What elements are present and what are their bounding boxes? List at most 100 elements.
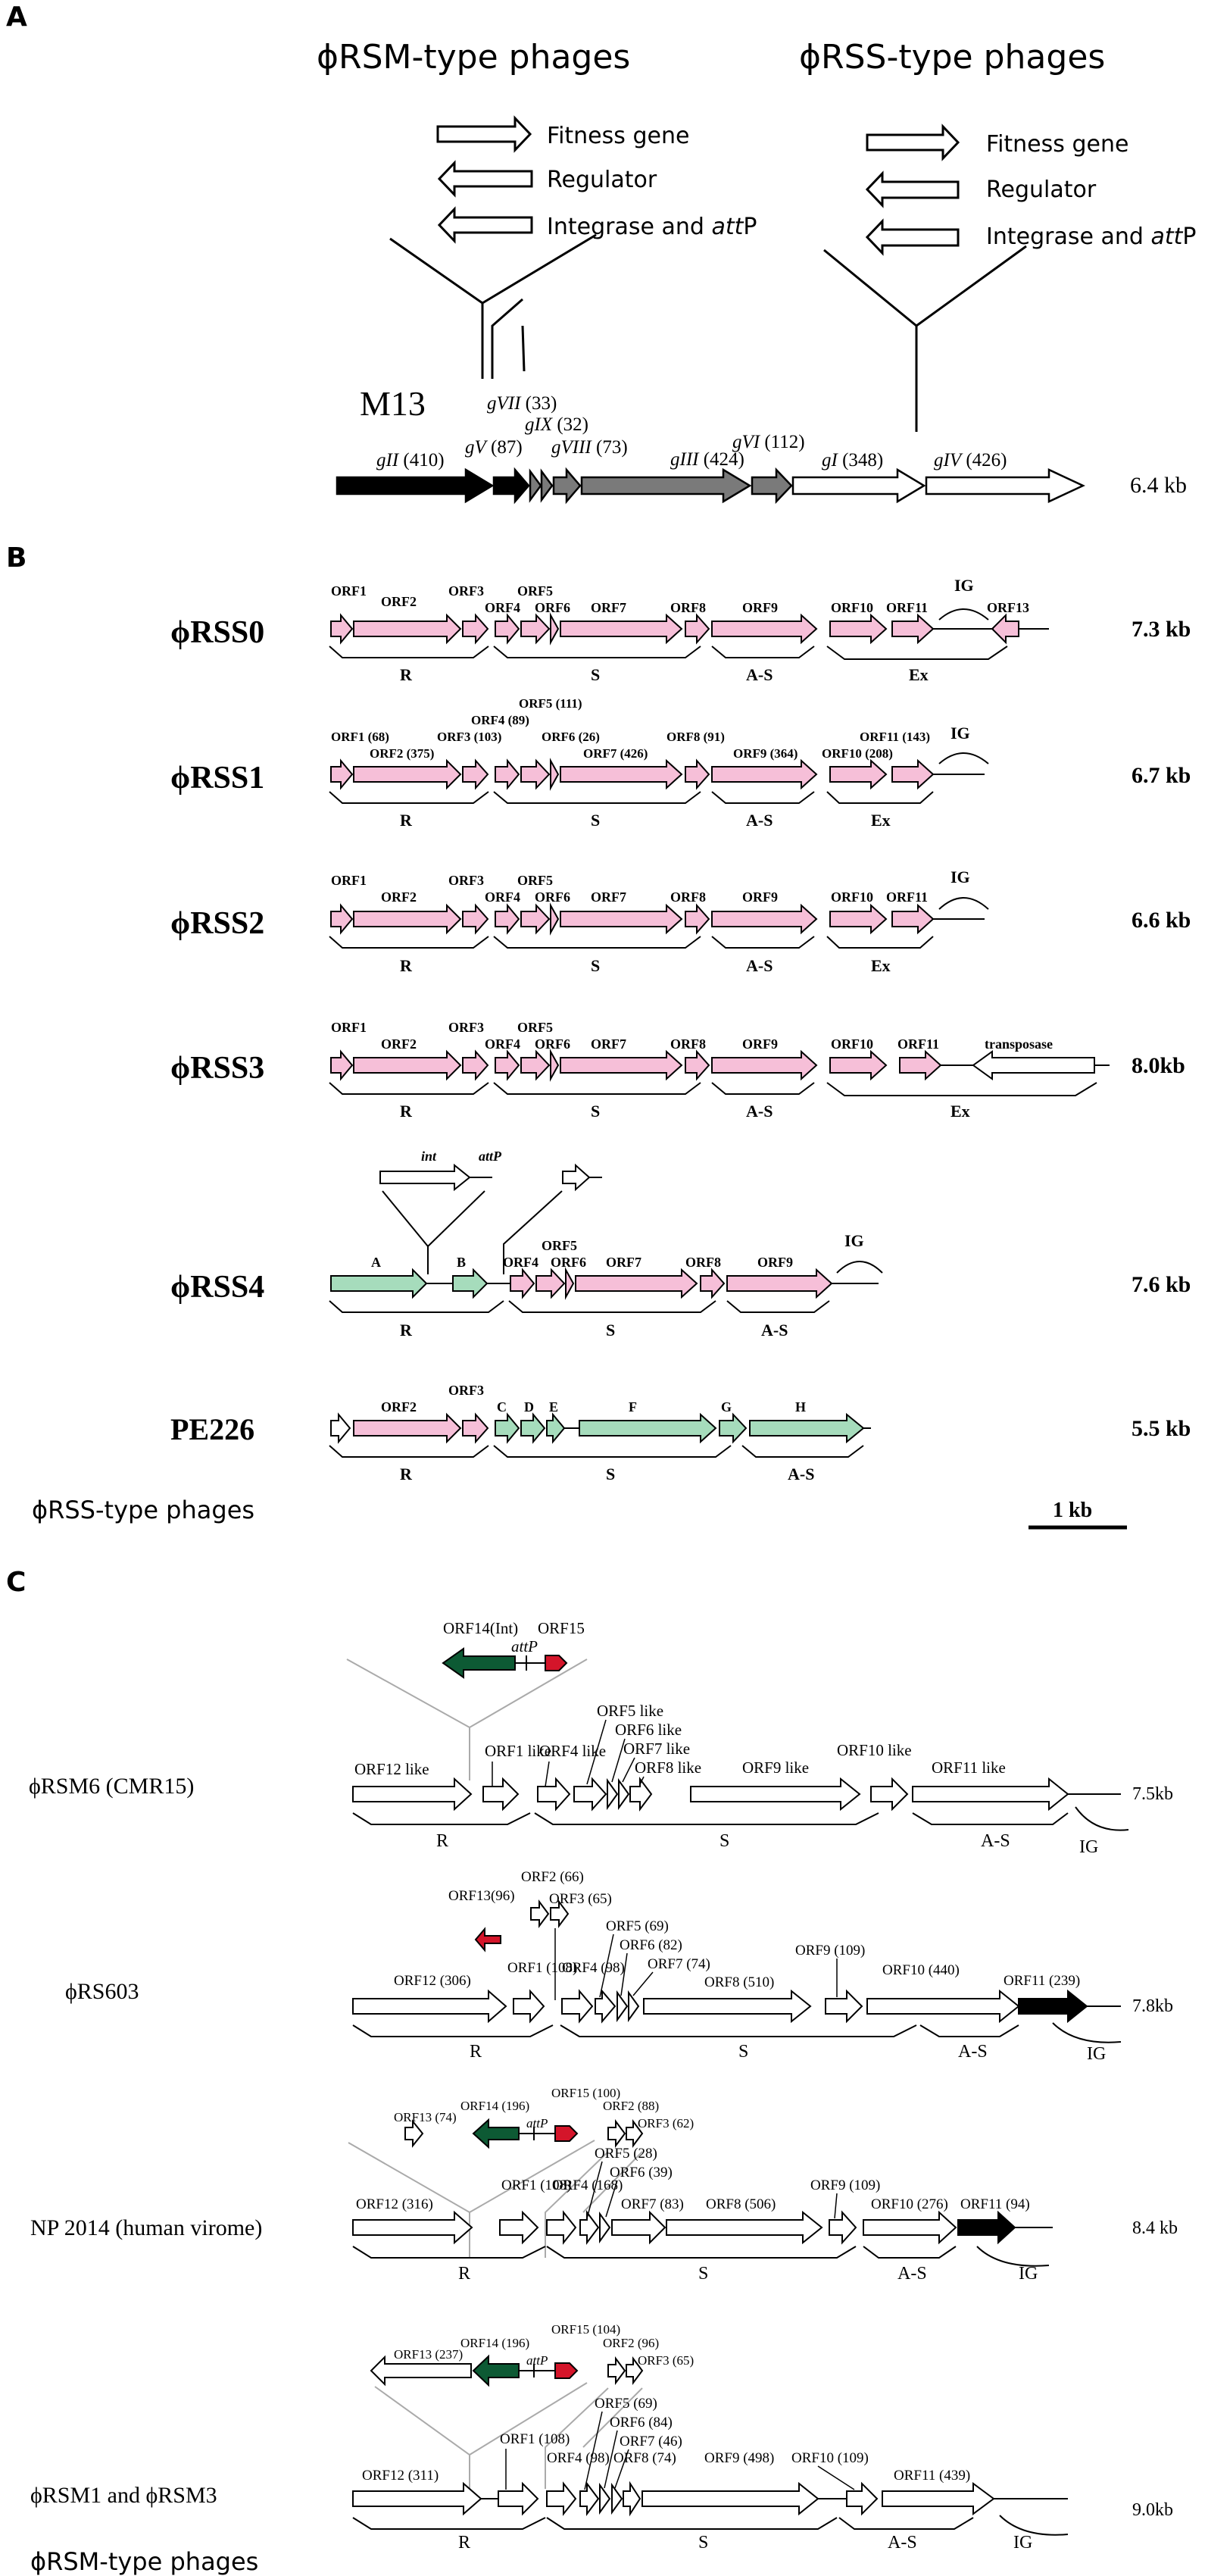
- rs603-orf5-label: ORF5 (69): [606, 1918, 669, 1934]
- rs603-insert-labels: ORF13(96) ORF2 (66) ORF3 (65): [448, 1869, 612, 1907]
- rs603-ig-label: IG: [1087, 2044, 1106, 2064]
- rss2-orf4-label: ORF4: [485, 889, 520, 905]
- rsm1-module-s: S: [698, 2533, 708, 2553]
- rsm1-module-r: R: [458, 2533, 470, 2553]
- rss4-b-arrow: [452, 1268, 489, 1299]
- rss1-orf2-arrow: [353, 758, 462, 790]
- rss0-module-labels: R S A-S Ex: [400, 665, 929, 684]
- rsm1-orf12-arrow: [352, 2481, 482, 2516]
- rss3-brackets: [329, 1082, 1097, 1096]
- np2014-orf7-arrow: [611, 2210, 666, 2245]
- rsm1-module-labels: R S A-S IG: [458, 2533, 1032, 2553]
- rss0-module-s: S: [591, 665, 600, 684]
- np2014-orf3-label: ORF3 (62): [638, 2116, 694, 2131]
- rss4-module-as: A-S: [761, 1321, 788, 1340]
- rss3-orf11-label: ORF11: [897, 1036, 939, 1052]
- rs603-orf12-label: ORF12 (306): [394, 1973, 471, 1989]
- rsm6-orf14-label: ORF14(Int): [443, 1619, 518, 1637]
- gene-gI: [791, 467, 926, 504]
- rss1-orf11-arrow: [891, 758, 935, 790]
- pe226-orf-start-arrow: [330, 1412, 351, 1444]
- rss3-module-labels: R S A-S Ex: [400, 1102, 970, 1121]
- rsm1-orf13-arrow: [370, 2355, 472, 2387]
- rss4-ig-arc: [836, 1261, 883, 1274]
- rss3-orf3-arrow: [462, 1049, 489, 1081]
- rs603-orf11-label: ORF11 (239): [1004, 1973, 1080, 1989]
- rsm6-orf1-arrow: [482, 1777, 520, 1812]
- rsm6-module-r: R: [436, 1831, 448, 1851]
- rss3-orf5-arrow: [520, 1049, 551, 1081]
- np2014-orf8-label: ORF8 (506): [706, 2196, 776, 2212]
- rss2-orf11-arrow: [891, 903, 935, 935]
- rsm1-orf9-arrow: [641, 2481, 819, 2516]
- rss2-size: 6.6 kb: [1132, 908, 1191, 933]
- rs603-name: ϕRS603: [65, 1979, 139, 2004]
- rss4-a-label: A: [371, 1255, 381, 1270]
- np2014-orf13-label: ORF13 (74): [394, 2110, 457, 2124]
- rs603-orf6-arrow: [616, 1990, 629, 2023]
- rss3-module-r: R: [400, 1102, 413, 1121]
- legend-integrase-arrow-left: [437, 206, 533, 244]
- rsm1-orf14-label: ORF14 (196): [460, 2336, 529, 2350]
- rss3-orf10-label: ORF10: [831, 1036, 873, 1052]
- rss1-orf4-label: ORF4 (89): [471, 713, 529, 727]
- rsm1-orf10-arrow: [846, 2481, 879, 2516]
- rss2-module-labels: R S A-S Ex: [400, 956, 891, 975]
- legend-integrase-arrow-right: [865, 218, 960, 256]
- rsm6-orf8-arrow: [629, 1777, 653, 1812]
- rsm1-orf4-arrow: [546, 2481, 577, 2516]
- pe226-module-s: S: [606, 1465, 615, 1483]
- rs603-orf1-arrow: [513, 1989, 545, 2024]
- rsm6-orf8-label: ORF8 like: [635, 1758, 701, 1777]
- rsm6-orf4-arrow: [537, 1777, 571, 1812]
- rss0-orf4-label: ORF4: [485, 600, 520, 615]
- rss2-orf2-arrow: [353, 903, 462, 935]
- rss4-orf7-label: ORF7: [606, 1255, 641, 1270]
- rss3-orf5-label: ORF5: [517, 1020, 553, 1035]
- rss0-orf9-label: ORF9: [742, 600, 778, 615]
- rss0-orf5-label: ORF5: [517, 583, 553, 599]
- rss0-size: 7.3 kb: [1132, 617, 1191, 642]
- rss4-orf9-arrow: [726, 1268, 833, 1299]
- np2014-orf7-label: ORF7 (83): [621, 2196, 684, 2212]
- panel-c-footer: ϕRSM-type phages: [30, 2547, 258, 2576]
- pe226-orf3-label: ORF3: [448, 1383, 484, 1398]
- np2014-orf12-arrow: [352, 2210, 473, 2245]
- pe226-module-r: R: [400, 1465, 413, 1483]
- rs603-orf12-arrow: [352, 1989, 507, 2024]
- track-rs603: ORF13(96) ORF2 (66) ORF3 (65) ϕRS603 7.8…: [65, 1869, 1173, 2064]
- rss0-orf9-arrow: [711, 613, 818, 645]
- np2014-attp-site: [519, 2127, 555, 2140]
- rss1-orf1-label: ORF1 (68): [331, 730, 389, 744]
- rsm1-orf4-label: ORF4 (98): [547, 2450, 610, 2466]
- rss0-orf5-arrow: [520, 613, 551, 645]
- track-rsm1: ORF13 (237) ORF14 (196) attP ORF15 (104)…: [30, 2322, 1173, 2553]
- rss2-orf7-arrow: [560, 903, 683, 935]
- rss2-orf1-arrow: [330, 903, 354, 935]
- pe226-orf2-label: ORF2: [381, 1399, 417, 1415]
- rss1-orf8-arrow: [685, 758, 710, 790]
- rss4-module-r: R: [400, 1321, 413, 1340]
- rss3-size: 8.0kb: [1132, 1053, 1185, 1078]
- rsm1-orf1-arrow: [498, 2481, 539, 2516]
- rss0-orf2-arrow: [353, 613, 462, 645]
- rss4-int-label: int: [421, 1149, 437, 1164]
- np2014-orf10-label: ORF10 (276): [871, 2196, 948, 2212]
- rsm6-insert-labels: ORF14(Int) attP ORF15: [443, 1619, 585, 1655]
- rss1-module-s: S: [591, 811, 600, 830]
- rsm1-orf7-label: ORF7 (46): [620, 2434, 682, 2449]
- rsm6-module-as: A-S: [981, 1831, 1010, 1851]
- np2014-size: 8.4 kb: [1132, 2218, 1178, 2238]
- rss1-size: 6.7 kb: [1132, 763, 1191, 788]
- rss2-orf6-label: ORF6: [535, 889, 570, 905]
- np2014-orf5-arrow: [579, 2210, 600, 2245]
- rsm1-orf15-arrow: [554, 2362, 579, 2379]
- np2014-orf8-arrow: [666, 2210, 823, 2245]
- rss1-orf1-arrow: [330, 758, 354, 790]
- gene-label-gVIII: gVIII (73): [551, 437, 628, 458]
- legend-regulator-arrow-right: [865, 170, 960, 208]
- rss1-orf4-arrow: [495, 758, 520, 790]
- rss2-orf4-arrow: [495, 903, 520, 935]
- rsm1-orf14-arrow: [472, 2354, 520, 2387]
- rss3-orf9-label: ORF9: [742, 1036, 778, 1052]
